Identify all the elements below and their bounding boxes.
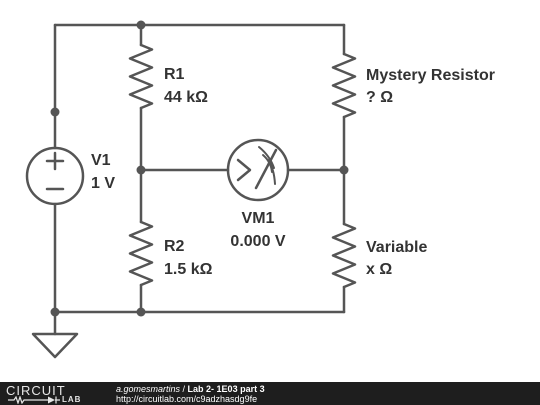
resistor-variable-zigzag — [331, 222, 357, 289]
junction-dot — [136, 307, 146, 317]
plus-icon — [45, 151, 65, 171]
r2-name-label: R2 — [164, 238, 185, 255]
junction-dot — [136, 165, 146, 175]
variable-value-label: x Ω — [366, 261, 392, 278]
circuit-schematic: V1 1 V R1 44 kΩ Mystery Resistor ? Ω VM1… — [25, 20, 495, 359]
ground-symbol — [31, 332, 79, 359]
meter-needle-icon — [254, 148, 278, 190]
circuitlab-logo[interactable]: CIRCUIT LAB — [4, 383, 96, 405]
v1-value-label: 1 V — [91, 175, 115, 192]
path-separator: / — [180, 384, 188, 394]
voltmeter-vm1 — [226, 138, 290, 202]
circuit-title[interactable]: Lab 2- 1E03 part 3 — [187, 384, 265, 394]
junction-dot — [339, 165, 349, 175]
meter-arrow-icon — [236, 158, 252, 182]
voltage-source-v1 — [25, 146, 85, 206]
meter-scale-icon — [258, 146, 276, 185]
r1-name-label: R1 — [164, 66, 185, 83]
mystery-value-label: ? Ω — [366, 89, 393, 106]
mystery-name-label: Mystery Resistor — [366, 67, 495, 84]
vm1-name-label: VM1 — [242, 210, 275, 227]
r2-value-label: 1.5 kΩ — [164, 261, 213, 278]
author-link[interactable]: a.gomesmartins — [116, 384, 181, 394]
logo-waveform-icon — [8, 396, 60, 404]
junction-dot — [50, 307, 60, 317]
logo-wordmark-top: CIRCUIT — [6, 383, 66, 398]
circuit-url[interactable]: http://circuitlab.com/c9adzhasdg9fe — [116, 394, 258, 404]
resistor-mystery-zigzag — [331, 52, 357, 119]
r1-value-label: 44 kΩ — [164, 89, 208, 106]
junction-dot — [136, 20, 146, 30]
circuit-info: a.gomesmartins / Lab 2- 1E03 part 3 http… — [116, 384, 265, 404]
resistor-r2-zigzag — [128, 220, 154, 287]
variable-name-label: Variable — [366, 239, 427, 256]
vm1-value-label: 0.000 V — [230, 233, 285, 250]
resistor-r1-zigzag — [128, 43, 154, 110]
junction-dot — [50, 107, 60, 117]
logo-wordmark-bottom: LAB — [62, 395, 82, 404]
footer-bar: CIRCUIT LAB a.gomesmartins / Lab 2- 1E03… — [0, 382, 540, 405]
v1-name-label: V1 — [91, 152, 111, 169]
